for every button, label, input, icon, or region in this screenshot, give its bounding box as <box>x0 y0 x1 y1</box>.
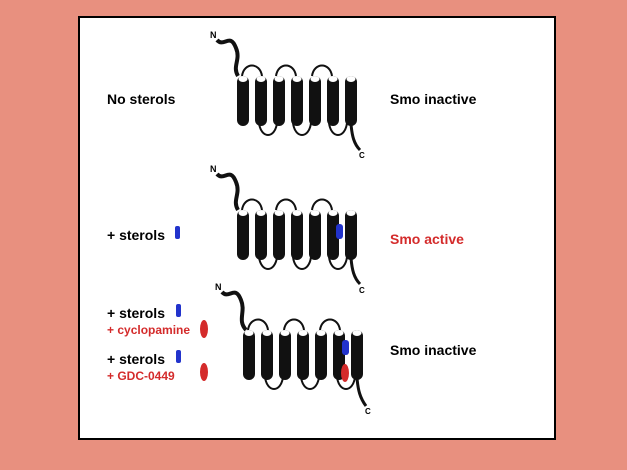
c-terminus-label: C <box>359 151 365 160</box>
transmembrane-helix-icon <box>327 210 339 260</box>
n-terminal-tail <box>215 38 240 78</box>
transmembrane-helix-icon <box>315 330 327 380</box>
extracellular-loop <box>241 198 263 211</box>
extracellular-loop <box>311 64 333 77</box>
label-state-row3: Smo inactive <box>390 342 477 358</box>
transmembrane-helix-icon <box>309 76 321 126</box>
transmembrane-helix-icon <box>327 76 339 126</box>
sterol-icon <box>176 304 181 317</box>
label-plus-sterols-row3b: + sterols <box>107 351 165 367</box>
extracellular-loop <box>247 318 269 331</box>
c-terminal-tail <box>355 377 368 407</box>
transmembrane-helix-icon <box>291 210 303 260</box>
intracellular-loop <box>300 376 320 390</box>
label-state-row1: Smo inactive <box>390 91 477 107</box>
drug-icon <box>200 363 208 381</box>
transmembrane-helix-icon <box>273 210 285 260</box>
smo-diagram: N C <box>175 30 371 416</box>
extracellular-loop <box>319 318 341 331</box>
extracellular-loop <box>275 64 297 77</box>
label-plus-sterols-row2: + sterols <box>107 227 165 243</box>
transmembrane-helix-icon <box>279 330 291 380</box>
label-no-sterols: No sterols <box>107 91 176 107</box>
n-terminus-label: N <box>215 282 222 292</box>
transmembrane-helix-icon <box>297 330 309 380</box>
intracellular-loop <box>336 376 356 390</box>
transmembrane-helix-icon <box>261 330 273 380</box>
transmembrane-helix-icon <box>345 210 357 260</box>
intracellular-loop <box>292 122 312 136</box>
intracellular-loop <box>328 122 348 136</box>
intracellular-loop <box>258 256 278 270</box>
transmembrane-helix-icon <box>243 330 255 380</box>
sterol-icon <box>176 350 181 363</box>
c-terminus-label: C <box>365 407 371 416</box>
bound-drug-icon <box>341 364 349 382</box>
intracellular-loop <box>292 256 312 270</box>
label-cyclopamine: + cyclopamine <box>107 323 191 337</box>
extracellular-loop <box>283 318 305 331</box>
label-plus-sterols-row3a: + sterols <box>107 305 165 321</box>
n-terminal-tail <box>215 172 240 212</box>
n-terminus-label: N <box>210 30 217 40</box>
extracellular-loop <box>241 64 263 77</box>
transmembrane-helix-icon <box>237 76 249 126</box>
smo-receptor-row3: N C <box>215 282 371 416</box>
transmembrane-helix-icon <box>345 76 357 126</box>
extracellular-loop <box>311 198 333 211</box>
transmembrane-helix-icon <box>291 76 303 126</box>
smo-receptor-row1: N C <box>210 30 365 160</box>
transmembrane-helix-icon <box>255 76 267 126</box>
figure-panel: No sterols Smo inactive + sterols Smo ac… <box>78 16 556 440</box>
intracellular-loop <box>258 122 278 136</box>
n-terminal-tail <box>220 290 248 332</box>
drug-icon <box>200 320 208 338</box>
transmembrane-helix-icon <box>273 76 285 126</box>
transmembrane-helix-icon <box>351 330 363 380</box>
intracellular-loop <box>328 256 348 270</box>
transmembrane-helix-icon <box>237 210 249 260</box>
sterol-icon <box>175 226 180 239</box>
c-terminal-tail <box>349 257 362 286</box>
bound-sterol-icon <box>336 224 343 239</box>
c-terminal-tail <box>349 123 362 152</box>
smo-receptor-row2: N C <box>210 164 365 295</box>
extracellular-loop <box>275 198 297 211</box>
n-terminus-label: N <box>210 164 217 174</box>
transmembrane-helix-icon <box>255 210 267 260</box>
transmembrane-helix-icon <box>309 210 321 260</box>
label-state-row2: Smo active <box>390 231 464 247</box>
label-gdc0449: + GDC-0449 <box>107 369 175 383</box>
intracellular-loop <box>264 376 284 390</box>
bound-sterol-icon <box>342 340 349 355</box>
c-terminus-label: C <box>359 286 365 295</box>
